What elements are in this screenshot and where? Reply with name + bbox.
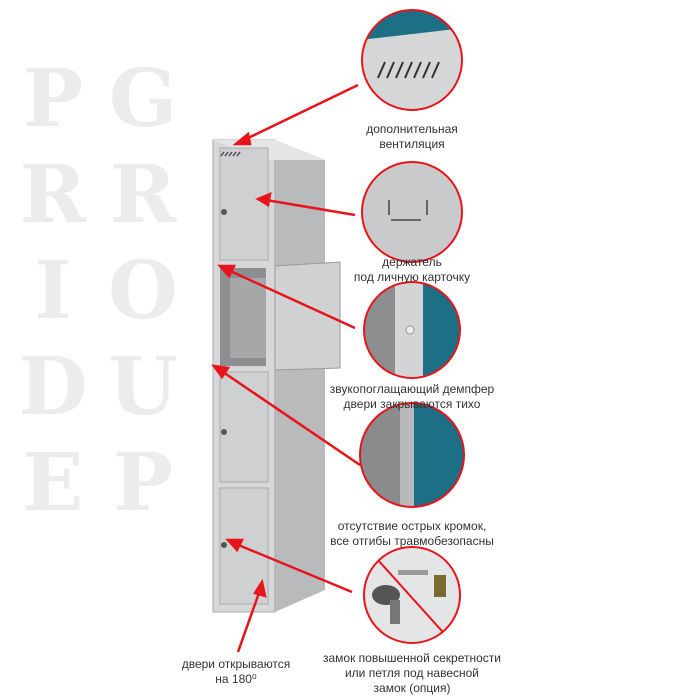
- feature-label-edges: отсутствие острых кромок,все отгибы трав…: [330, 519, 494, 548]
- watermark-group: GROUP: [108, 51, 178, 529]
- edges-detail-circle: [359, 402, 465, 508]
- card-holder-detail-circle: [361, 161, 463, 263]
- pointer-arrows: [211, 83, 361, 653]
- lock-detail-circle: [363, 546, 461, 644]
- ventilation-detail-circle: [361, 9, 463, 111]
- watermark-pride: PRIDE: [18, 51, 88, 529]
- damper-detail-circle: [363, 281, 461, 379]
